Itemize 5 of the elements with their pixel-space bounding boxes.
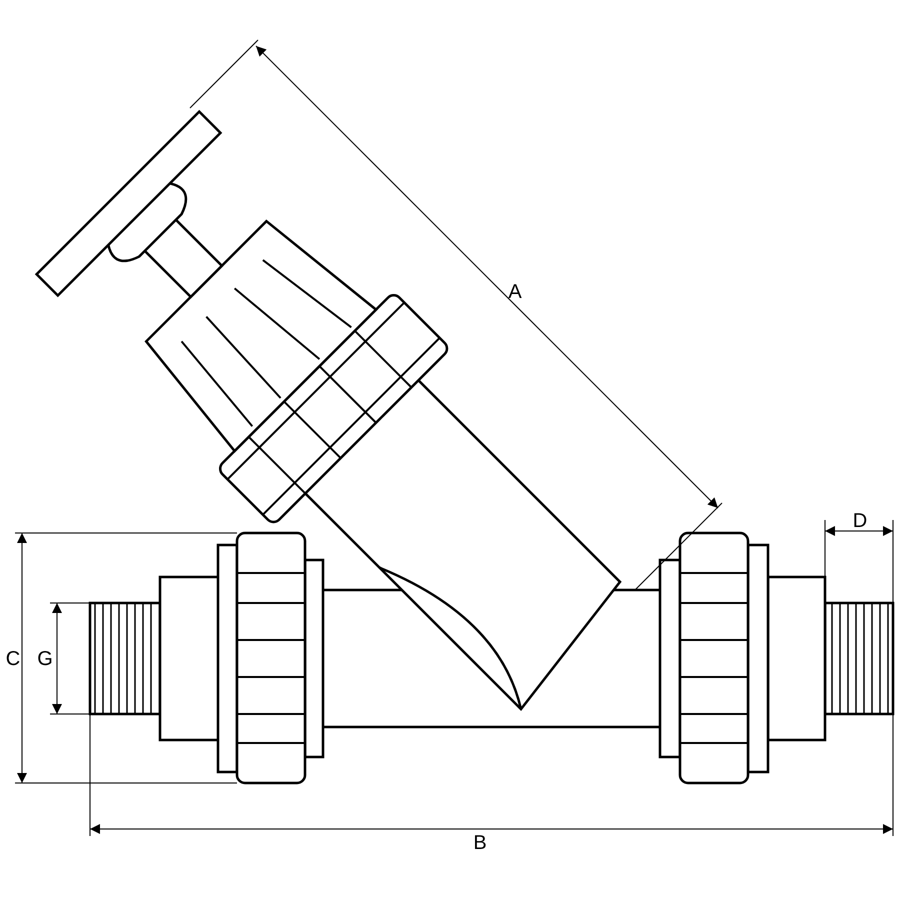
dimension-label: D <box>852 511 868 531</box>
dimension-label: B <box>473 833 487 853</box>
dimension-label: C <box>6 649 20 669</box>
dimension-label: G <box>37 649 53 669</box>
dimension-label: A <box>508 282 522 302</box>
